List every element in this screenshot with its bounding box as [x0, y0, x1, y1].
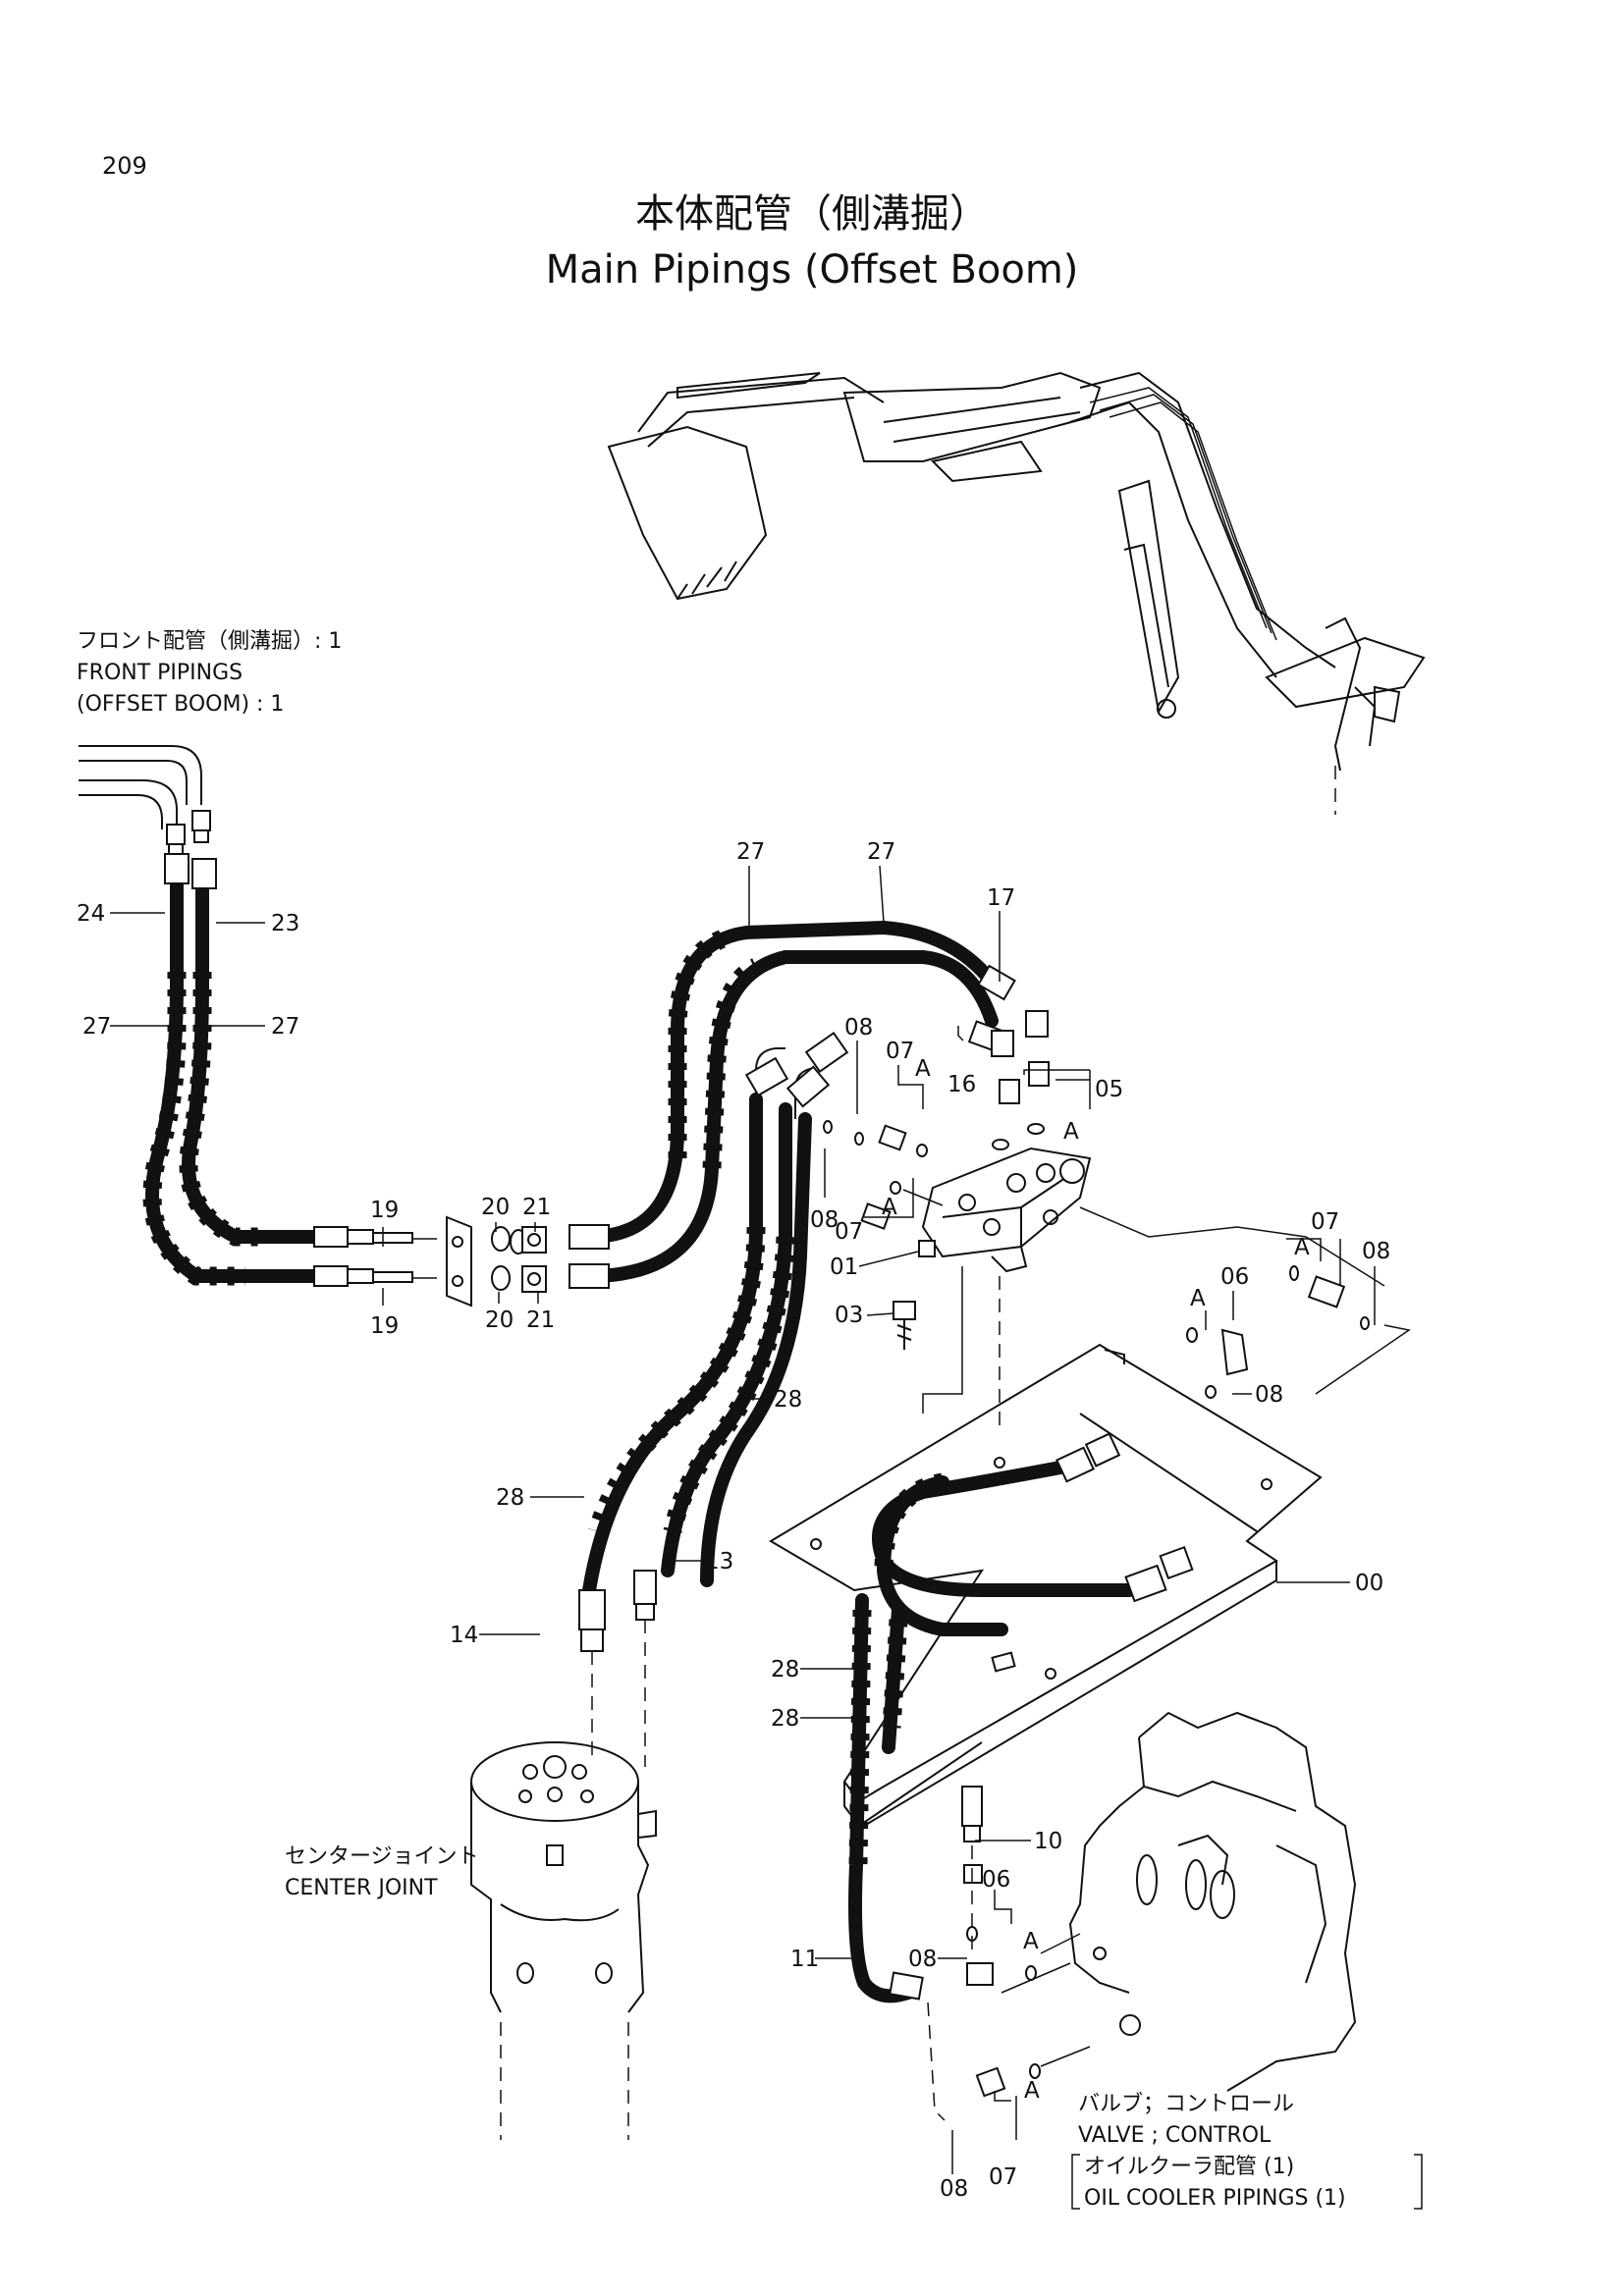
control-valve — [966, 1711, 1357, 2098]
callout-a: A — [1024, 2078, 1040, 2104]
callout-19: 19 — [370, 1198, 399, 1223]
callout-28: 28 — [774, 1387, 802, 1413]
callout-28: 28 — [496, 1485, 524, 1511]
front-pipings-bends — [79, 745, 211, 857]
title-english: Main Pipings (Offset Boom) — [545, 247, 1079, 293]
note-oil-cooler-jp: オイルクーラ配管 (1) — [1084, 2155, 1294, 2179]
callout-21: 21 — [526, 1308, 555, 1333]
callout-13: 13 — [705, 1549, 733, 1575]
callout-08: 08 — [908, 1947, 937, 1972]
callout-a: A — [1063, 1119, 1079, 1145]
callout-19: 19 — [370, 1313, 399, 1339]
note-oil-cooler-en: OIL COOLER PIPINGS (1) — [1084, 2186, 1346, 2211]
left-hoses — [142, 853, 437, 1287]
callout-27: 27 — [867, 839, 895, 865]
callout-27: 27 — [82, 1014, 111, 1040]
callout-01: 01 — [830, 1255, 858, 1280]
excavator-front-illustration — [607, 371, 1426, 815]
callout-00: 00 — [1355, 1571, 1383, 1596]
callout-28: 28 — [771, 1706, 799, 1732]
callout-03: 03 — [835, 1303, 863, 1328]
callout-06: 06 — [982, 1867, 1010, 1893]
note-center-joint-en: CENTER JOINT — [285, 1876, 438, 1900]
note-valve-control-en: VALVE ; CONTROL — [1078, 2123, 1272, 2148]
callout-07: 07 — [835, 1219, 863, 1245]
callout-08: 08 — [940, 2176, 968, 2202]
callout-07: 07 — [989, 2164, 1017, 2190]
callout-27: 27 — [736, 839, 765, 865]
center-joint — [470, 1741, 657, 2140]
note-valve-control-jp: バルブ；コントロール — [1078, 2092, 1294, 2116]
valve-block-01 — [918, 1147, 1385, 1433]
note-bracket-left — [1071, 2154, 1080, 2210]
callout-27: 27 — [271, 1014, 299, 1040]
callout-07: 07 — [886, 1039, 914, 1064]
callout-10: 10 — [1034, 1829, 1062, 1854]
page-number: 209 — [102, 152, 147, 180]
lower-hoses-11 — [848, 1593, 983, 2121]
note-center-joint-jp: センタージョイント — [285, 1844, 479, 1869]
callout-08: 08 — [1362, 1239, 1390, 1264]
callout-11: 11 — [790, 1947, 819, 1972]
bolt-03 — [893, 1301, 916, 1350]
note-offset-boom-en: (OFFSET BOOM) : 1 — [77, 692, 284, 717]
mounting-plate-20-21 — [446, 1215, 547, 1308]
callout-16: 16 — [947, 1072, 976, 1097]
callout-a: A — [1294, 1235, 1310, 1260]
leader-lines — [110, 865, 1376, 2174]
note-front-pipings-en: FRONT PIPINGS — [77, 661, 243, 685]
callout-a: A — [1023, 1929, 1039, 1954]
callout-05: 05 — [1095, 1077, 1123, 1102]
callout-a: A — [915, 1056, 931, 1082]
callout-24: 24 — [77, 901, 105, 927]
callout-a: A — [882, 1195, 897, 1220]
bracket-hoses — [872, 1432, 1194, 1636]
upper-hoses-27 — [568, 920, 1049, 1289]
title-japanese: 本体配管（側溝掘） — [635, 191, 989, 237]
callout-08: 08 — [844, 1015, 873, 1041]
note-front-pipings-jp: フロント配管（側溝掘）: 1 — [77, 629, 342, 654]
note-bracket-right — [1414, 2154, 1423, 2210]
callout-14: 14 — [450, 1623, 478, 1648]
callout-20: 20 — [485, 1308, 514, 1333]
callout-21: 21 — [522, 1195, 551, 1220]
hoses-28-13-14 — [578, 1032, 849, 1767]
fittings-05-07-08 — [823, 1061, 1050, 1230]
callout-28: 28 — [771, 1657, 799, 1682]
callout-23: 23 — [271, 911, 299, 936]
callout-a: A — [1190, 1286, 1206, 1311]
callout-08: 08 — [1255, 1382, 1283, 1408]
callout-06: 06 — [1220, 1264, 1249, 1290]
callout-20: 20 — [481, 1195, 510, 1220]
fittings-right-06-07-08 — [1186, 1265, 1411, 1399]
callout-08: 08 — [810, 1207, 839, 1233]
callout-07: 07 — [1311, 1209, 1339, 1235]
callout-17: 17 — [987, 885, 1015, 911]
